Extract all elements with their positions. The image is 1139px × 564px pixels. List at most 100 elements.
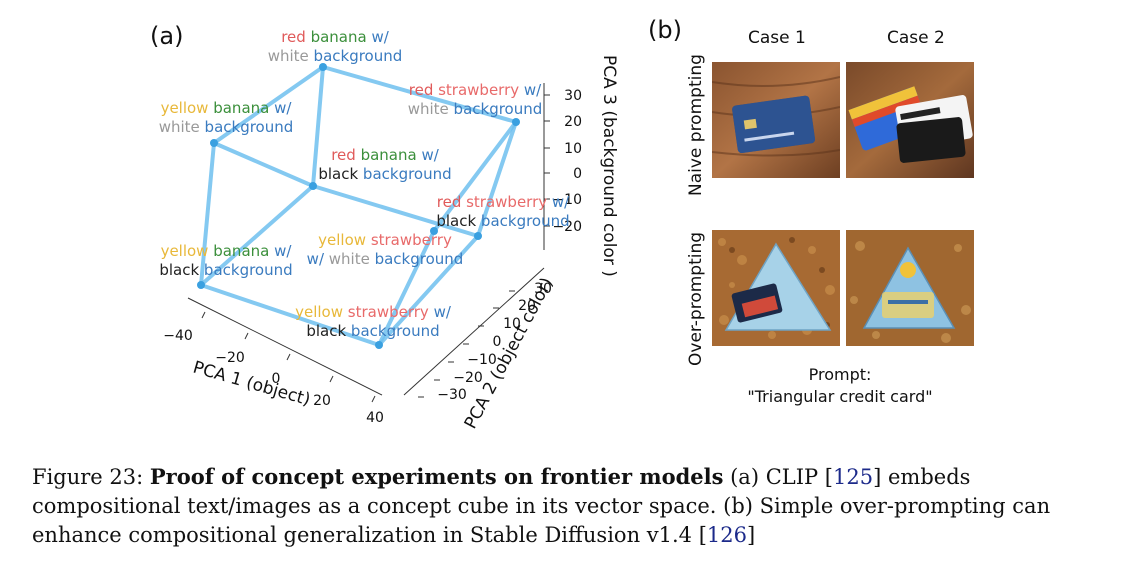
caption-text-2: ] embeds compositional text/images as a … — [32, 465, 1051, 547]
label-word: background — [449, 100, 543, 118]
label-word: white — [159, 118, 200, 136]
label-word: w/ — [367, 28, 390, 46]
label-word: yellow — [161, 99, 209, 117]
node-yellow-strawberry-white — [430, 227, 438, 235]
concept-cube-plot: −40−2002040−30−20−1001020303020100−10−20… — [159, 28, 619, 432]
cube-edge — [476, 120, 518, 238]
label-red-strawberry-black-line1: red strawberry w/ — [437, 193, 570, 211]
label-red-strawberry-black-line2: black background — [436, 212, 569, 230]
cube-edge — [377, 234, 480, 347]
z-tick-label: −10 — [552, 192, 582, 208]
cube-edge — [199, 184, 315, 287]
label-red-banana-black-line2: black background — [318, 165, 451, 183]
label-yellow-strawberry-black-line2: black background — [306, 322, 439, 340]
z-tick-label: 0 — [573, 166, 582, 182]
node-yellow-strawberry-black — [375, 341, 383, 349]
caption-text-1: (a) CLIP [ — [723, 465, 834, 489]
cube-edge — [212, 141, 315, 188]
label-yellow-banana-white-line2: white background — [159, 118, 294, 136]
citation-link-125[interactable]: 125 — [833, 465, 874, 489]
prompt-line-2: "Triangular credit card" — [747, 387, 933, 406]
x-tick-mark — [286, 353, 291, 361]
x-tick-label: −20 — [215, 350, 245, 366]
label-word: strawberry — [343, 303, 429, 321]
case-2-title: Case 2 — [887, 28, 945, 48]
figure-caption: Figure 23: Proof of concept experiments … — [32, 462, 1112, 550]
citation-link-126[interactable]: 126 — [706, 523, 747, 547]
label-word: background — [370, 250, 464, 268]
label-yellow-strawberry-white-line1: yellow strawberry — [318, 231, 452, 249]
label-word: yellow — [318, 231, 366, 249]
label-word: white — [324, 250, 370, 268]
label-word: background — [346, 322, 440, 340]
prompt-line-1: Prompt: — [808, 365, 872, 384]
y-tick-label: 10 — [503, 316, 521, 332]
y-tick-label: −20 — [453, 370, 483, 386]
y-tick-label: 20 — [518, 298, 536, 314]
cube-edge — [432, 120, 518, 233]
label-word: strawberry — [433, 81, 519, 99]
label-red-strawberry-white-line1: red strawberry w/ — [409, 81, 542, 99]
naive-case2-image — [846, 62, 974, 178]
label-yellow-strawberry-black-line1: yellow strawberry w/ — [295, 303, 452, 321]
label-word: w/ — [307, 250, 325, 268]
node-red-strawberry-white — [512, 118, 520, 126]
panel-b-label: (b) — [648, 16, 682, 44]
x-axis-line — [187, 297, 383, 396]
label-word: black — [306, 322, 346, 340]
node-red-banana-white — [319, 63, 327, 71]
x-tick-mark — [244, 332, 249, 340]
x-tick-mark — [329, 375, 334, 383]
y-tick-label: 30 — [534, 281, 552, 297]
z-tick-label: 20 — [564, 114, 582, 130]
label-red-banana-white-line1: red banana w/ — [281, 28, 390, 46]
label-word: background — [358, 165, 452, 183]
label-yellow-strawberry-white-line2: w/ white background — [307, 250, 464, 268]
label-word: banana — [208, 242, 269, 260]
x-tick-label: 20 — [313, 393, 331, 409]
label-word: red — [331, 146, 356, 164]
label-word: background — [476, 212, 570, 230]
z-tick-label: 10 — [564, 141, 582, 157]
label-word: red — [437, 193, 462, 211]
label-red-banana-white-line2: white background — [268, 47, 403, 65]
label-word: w/ — [269, 99, 292, 117]
label-word: w/ — [429, 303, 452, 321]
label-word: w/ — [547, 193, 570, 211]
y-axis-line — [403, 267, 545, 396]
caption-title: Proof of concept experiments on frontier… — [149, 464, 724, 489]
x-tick-label: 40 — [366, 410, 384, 426]
panel-a-label: (a) — [150, 22, 184, 50]
label-word: background — [309, 47, 403, 65]
label-word: red — [281, 28, 306, 46]
label-word: red — [409, 81, 434, 99]
cube-edge — [311, 65, 325, 188]
node-red-banana-black — [309, 182, 317, 190]
x-tick-label: −40 — [163, 328, 193, 344]
caption-text-3: ] — [747, 523, 756, 547]
x-tick-mark — [201, 311, 206, 319]
label-word: background — [199, 261, 293, 279]
label-word: banana — [306, 28, 367, 46]
x-tick-mark — [371, 395, 376, 403]
over-case1-image — [712, 230, 840, 346]
cube-edge — [212, 65, 325, 145]
y-tick-label: 0 — [493, 334, 502, 350]
label-red-banana-black-line1: red banana w/ — [331, 146, 440, 164]
label-word: white — [268, 47, 309, 65]
label-word: w/ — [519, 81, 542, 99]
cube-edge — [377, 229, 436, 347]
cube-edge — [199, 141, 216, 287]
cube-edge — [199, 283, 381, 347]
cube-edge — [311, 184, 480, 238]
over-case2-image — [846, 230, 974, 346]
label-yellow-banana-white-line1: yellow banana w/ — [161, 99, 293, 117]
label-word: black — [318, 165, 358, 183]
caption-prefix: Figure 23: — [32, 465, 150, 489]
label-word: white — [408, 100, 449, 118]
node-red-strawberry-black — [474, 232, 482, 240]
label-word: w/ — [417, 146, 440, 164]
z-tick-label: −20 — [552, 219, 582, 235]
label-word: black — [436, 212, 476, 230]
